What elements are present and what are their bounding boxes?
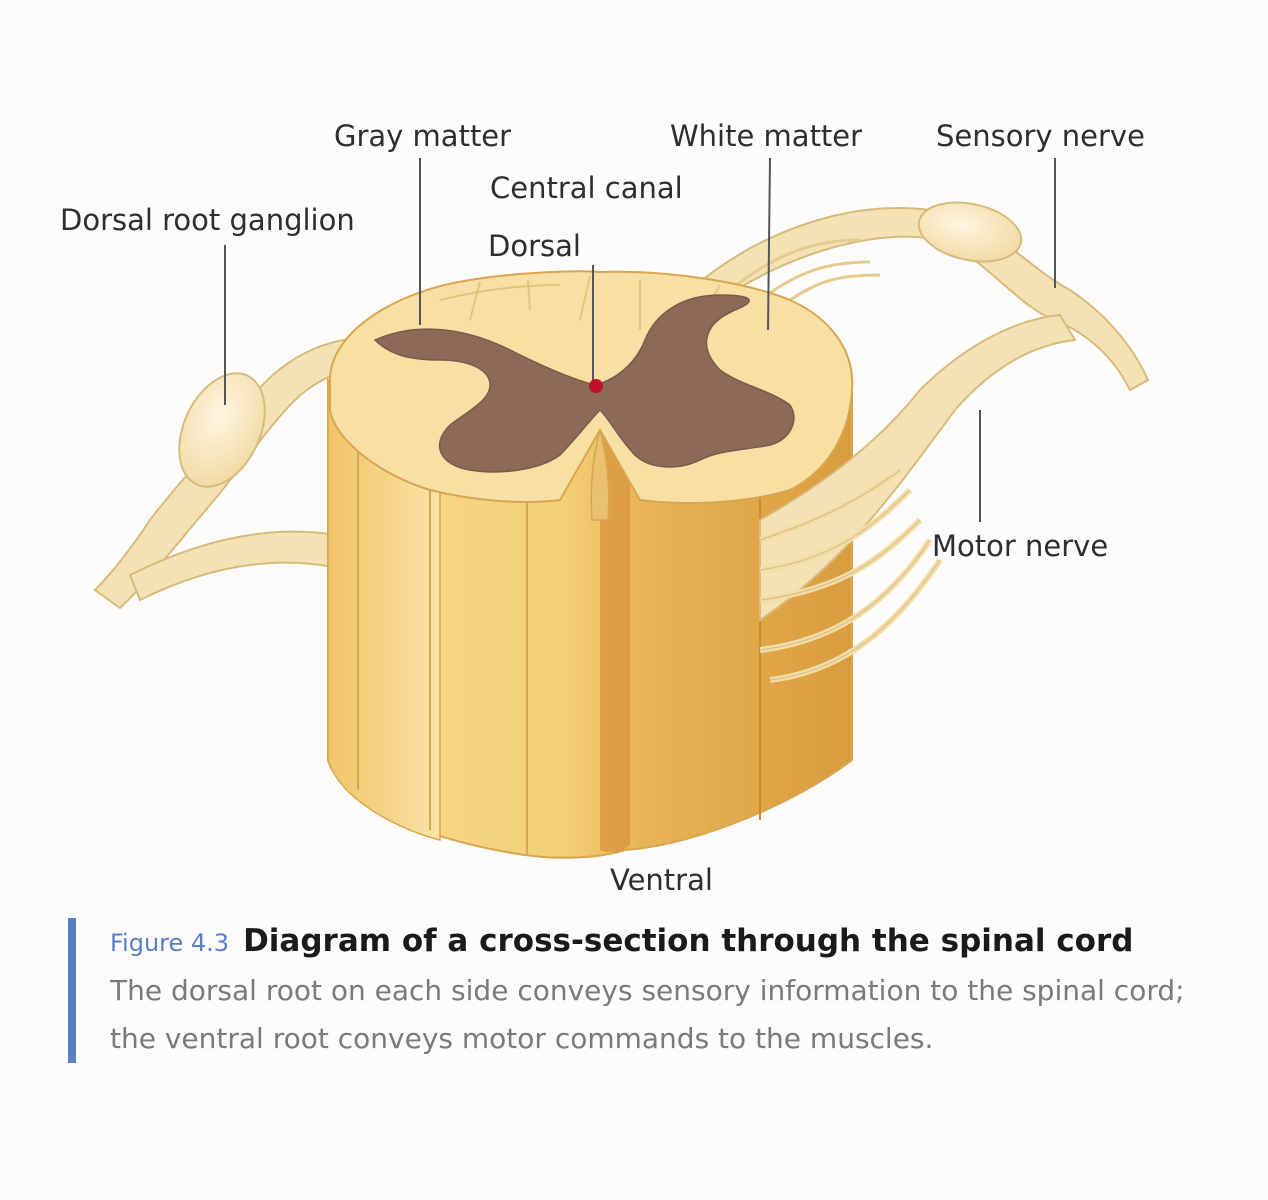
label-dorsal: Dorsal <box>488 229 581 263</box>
label-dorsal-root-ganglion: Dorsal root ganglion <box>60 203 355 237</box>
leader-lines <box>224 157 1056 522</box>
right-dorsal-root <box>688 201 1150 392</box>
right-ventral-root <box>759 313 1077 683</box>
label-ventral: Ventral <box>610 863 713 897</box>
label-central-canal: Central canal <box>490 171 683 205</box>
caption-heading: Figure 4.3 Diagram of a cross-section thr… <box>110 918 1190 967</box>
label-sensory-nerve: Sensory nerve <box>936 119 1145 153</box>
figure-number: Figure 4.3 <box>110 929 230 957</box>
dorsal-root-ganglion <box>178 372 266 488</box>
label-gray-matter: Gray matter <box>334 119 511 153</box>
spinal-cord-diagram: Gray matter White matter Sensory nerve C… <box>60 119 1150 897</box>
label-motor-nerve: Motor nerve <box>932 529 1108 563</box>
left-dorsal-root <box>93 337 402 610</box>
central-canal-dot <box>589 379 603 393</box>
label-white-matter: White matter <box>670 119 862 153</box>
cross-section-face <box>329 270 854 521</box>
gray-matter-region <box>373 294 795 473</box>
caption-body: The dorsal root on each side conveys sen… <box>110 974 1185 1055</box>
right-ganglion <box>917 201 1023 263</box>
caption-title: Diagram of a cross-section through the s… <box>243 923 1134 959</box>
figure-caption: Figure 4.3 Diagram of a cross-section thr… <box>68 918 1190 1063</box>
